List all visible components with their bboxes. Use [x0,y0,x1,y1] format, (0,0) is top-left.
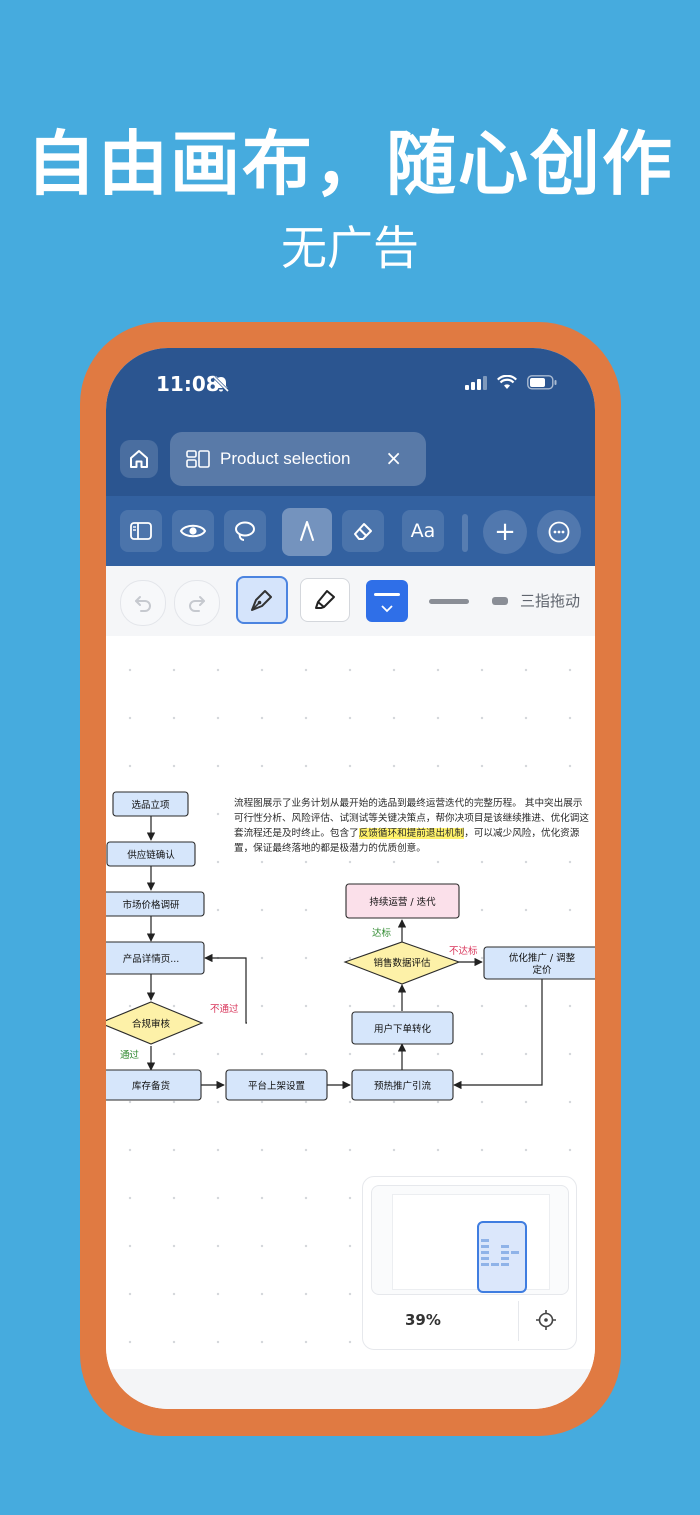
lasso-icon [235,521,255,541]
flow-node-supply[interactable]: 供应链确认 [106,841,196,867]
text-tool-button[interactable]: Aa [402,510,444,552]
minimap-view[interactable] [371,1185,569,1295]
minimap-content [392,1194,550,1293]
home-icon [130,450,148,468]
wifi-icon [497,375,517,389]
eraser-icon [354,523,372,540]
flow-node-optimize[interactable]: 优化推广 / 调整 定价 [483,946,595,980]
pen-tool-button[interactable] [282,508,332,556]
note-text-after: ，可以减少风险，优化资源置，保证最终落地的都是极潜力的优质创意。 [234,828,580,854]
note-text-before: 流程图展示了业务计划从最开始的选品到最终运营迭代的完整历程。 其中突出展示可行性… [234,798,589,839]
home-button[interactable] [120,440,158,478]
flow-node-market-label: 市场价格调研 [122,899,180,911]
top-bar: 11:08 [106,348,595,566]
drawing-canvas[interactable]: 流程图展示了业务计划从最开始的选品到最终运营迭代的完整历程。 其中突出展示可行性… [106,636,595,1369]
promo-subline: 无广告 [281,221,419,275]
more-icon [548,521,570,543]
tool-row: Aa + [106,496,595,566]
more-options-button[interactable] [537,510,581,554]
battery-icon [527,375,557,390]
flow-node-convert-label: 用户下单转化 [374,1023,432,1035]
sidebar-icon [130,522,152,540]
eye-icon [180,524,206,538]
sidebar-toggle-button[interactable] [120,510,162,552]
minimap-viewport[interactable] [477,1221,527,1293]
signal-icon [465,375,487,390]
color-swatch-line [374,593,400,596]
redo-button[interactable] [174,580,220,626]
flow-node-supply-label: 供应链确认 [127,849,175,861]
undo-button[interactable] [120,580,166,626]
flow-label-fail: 不通过 [210,1003,239,1015]
flow-node-market[interactable]: 市场价格调研 [106,891,205,917]
document-title: Product selection [220,449,351,468]
locate-icon[interactable] [535,1309,557,1331]
flow-node-optimize-label-2: 定价 [532,964,552,976]
bottom-strip [106,1369,595,1409]
stroke-width-thin[interactable] [492,597,508,605]
minimap-panel: 39% [362,1176,577,1350]
flow-label-pass: 通过 [120,1049,140,1061]
three-finger-drag-toggle[interactable]: 三指拖动 [520,592,581,610]
promo-headline: 自由画布，随心创作 [26,122,674,205]
fountain-pen-icon [251,590,272,611]
status-icons [465,375,557,390]
flow-node-warmup-label: 预热推广引流 [374,1080,432,1092]
view-mode-button[interactable] [172,510,214,552]
chevron-down-icon [381,605,393,613]
flow-node-evaluate[interactable]: 销售数据评估 [343,941,461,985]
minimap-flow-thumbnail [481,1239,519,1266]
close-tab-button[interactable]: × [385,446,402,470]
flowchart[interactable]: 选品立项 供应链确认 市场价格调研 产品详情页... 合规审核 不通过 通过 [106,786,595,1116]
canvas-note[interactable]: 流程图展示了业务计划从最开始的选品到最终运营迭代的完整历程。 其中突出展示可行性… [234,796,590,856]
flow-node-detail[interactable]: 产品详情页... [106,941,205,975]
flow-node-warmup[interactable]: 预热推广引流 [351,1069,454,1101]
flow-node-compliance[interactable]: 合规审核 [106,1001,204,1045]
highlighter-icon [315,590,335,609]
flow-node-optimize-label-1: 优化推广 / 调整 [509,952,576,964]
note-highlight: 反馈循环和提前退出机制 [358,828,465,839]
flow-node-evaluate-label: 销售数据评估 [373,957,431,969]
flow-node-listing[interactable]: 平台上架设置 [225,1069,328,1101]
eraser-tool-button[interactable] [342,510,384,552]
pen-options-bar: 三指拖动 [106,566,595,637]
bell-muted-icon [212,375,230,393]
app-screen: 11:08 [106,348,595,1409]
color-picker-button[interactable] [366,580,408,622]
document-tab[interactable]: Product selection × [170,432,426,486]
zoom-level[interactable]: 39% [405,1311,441,1329]
flow-node-select[interactable]: 选品立项 [112,791,189,817]
toolbar-divider [462,514,468,552]
flow-node-listing-label: 平台上架设置 [248,1080,305,1092]
flow-node-select-label: 选品立项 [131,799,170,811]
fountain-pen-button[interactable] [236,576,288,624]
stroke-width-thick[interactable] [429,599,469,604]
flow-node-stock-label: 库存备货 [132,1080,170,1092]
flow-label-miss: 不达标 [449,945,478,957]
flow-node-operate[interactable]: 持续运营 / 迭代 [345,883,460,919]
flow-node-operate-label: 持续运营 / 迭代 [369,896,436,908]
canvas-layout-icon [186,450,210,468]
flow-label-reach: 达标 [372,927,392,939]
redo-icon [189,596,205,612]
flow-node-detail-label: 产品详情页... [123,953,180,965]
flow-node-compliance-label: 合规审核 [132,1018,171,1030]
undo-icon [135,596,151,612]
add-button[interactable]: + [483,510,527,554]
highlighter-button[interactable] [300,578,350,622]
minimap-divider [518,1301,519,1341]
status-time: 11:08 [156,372,220,396]
pen-nib-icon [300,521,314,541]
flow-node-stock[interactable]: 库存备货 [106,1069,202,1101]
lasso-tool-button[interactable] [224,510,266,552]
flow-node-convert[interactable]: 用户下单转化 [351,1011,454,1045]
